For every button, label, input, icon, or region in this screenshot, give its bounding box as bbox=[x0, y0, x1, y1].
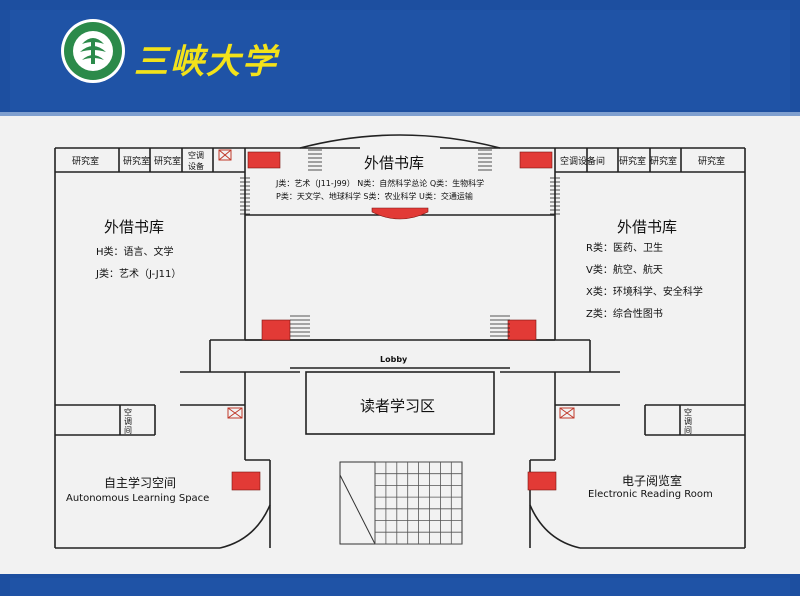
e-reading-en: Electronic Reading Room bbox=[588, 489, 713, 500]
room-label-research-2: 研究室 bbox=[123, 157, 151, 167]
right-stacks-item-z: Z类：综合性图书 bbox=[586, 309, 663, 320]
self-study-en: Autonomous Learning Space bbox=[66, 493, 210, 504]
room-label-ac-equipment: 空调设备间 bbox=[560, 157, 606, 167]
reading-area-label: 读者学习区 bbox=[360, 397, 436, 415]
lobby-label: Lobby bbox=[380, 355, 408, 364]
footer-bar bbox=[0, 574, 800, 596]
university-name: 三峡大学 bbox=[134, 42, 278, 82]
right-ac-room-label: 空调间 bbox=[684, 408, 692, 435]
left-stacks-title: 外借书库 bbox=[104, 218, 165, 236]
university-logo-icon bbox=[61, 19, 125, 83]
room-label-research-5: 研究室 bbox=[650, 157, 678, 167]
room-label-ac-line2: 设备 bbox=[188, 162, 204, 171]
left-ac-room-label: 空调间 bbox=[124, 408, 132, 435]
center-stacks-line2: P类：天文学、地球科学 S类：农业科学 U类：交通运输 bbox=[276, 192, 473, 201]
right-stacks-title: 外借书库 bbox=[617, 218, 678, 236]
left-stacks-item-j: J类：艺术（J-J11） bbox=[96, 269, 182, 280]
room-label-research-1: 研究室 bbox=[72, 157, 100, 167]
room-label-ac-line1: 空调 bbox=[188, 151, 204, 160]
header-bar bbox=[0, 0, 800, 112]
right-stacks-item-v: V类：航空、航天 bbox=[586, 265, 663, 276]
room-label-research-3: 研究室 bbox=[154, 157, 182, 167]
room-label-research-6: 研究室 bbox=[698, 157, 726, 167]
right-stacks-item-x: X类：环境科学、安全科学 bbox=[586, 287, 703, 298]
left-stacks-item-h: H类：语言、文学 bbox=[96, 247, 174, 258]
right-stacks-item-r: R类：医药、卫生 bbox=[586, 243, 663, 254]
e-reading-zh: 电子阅览室 bbox=[622, 474, 683, 488]
self-study-zh: 自主学习空间 bbox=[104, 476, 177, 490]
center-stacks-line1: J类：艺术（J11-J99） N类：自然科学总论 Q类：生物科学 bbox=[276, 179, 485, 188]
room-label-research-4: 研究室 bbox=[619, 157, 647, 167]
center-stacks-title: 外借书库 bbox=[364, 154, 425, 172]
